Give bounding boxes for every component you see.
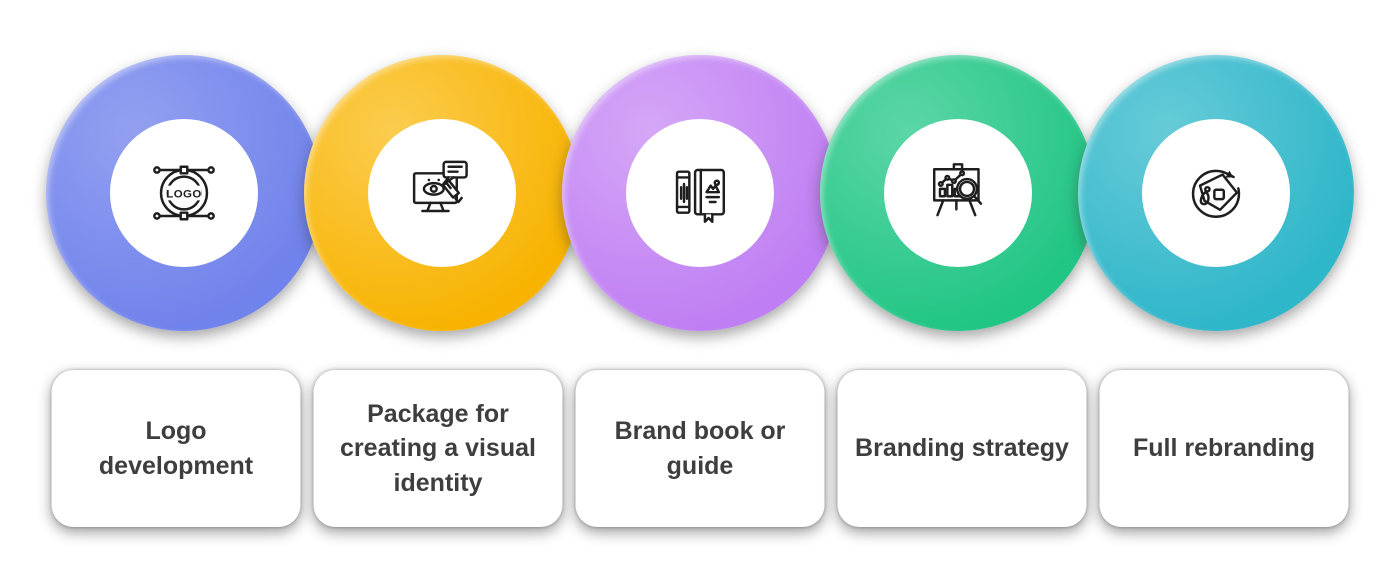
- label-card-branding-strategy: Branding strategy: [837, 370, 1087, 527]
- step-circle-branding-strategy: [820, 55, 1096, 331]
- brand-book-icon: [675, 168, 726, 223]
- inner-circle: [368, 119, 516, 267]
- step-circle-brand-book: [562, 55, 838, 331]
- step-circle-full-rebranding: [1078, 55, 1354, 331]
- label-text: Full rebranding: [1133, 434, 1315, 463]
- label-text: Brand book or guide: [614, 417, 786, 480]
- labels-row: Logo development Package for creating a …: [51, 370, 1349, 527]
- label-text: Branding strategy: [855, 434, 1069, 463]
- label-text: Package for creating a visual identity: [340, 399, 536, 497]
- tag-refresh-icon: [1191, 169, 1241, 219]
- step-circle-logo-development: LOGO: [46, 55, 322, 331]
- inner-circle: [1142, 119, 1290, 267]
- presentation-analytics-icon: [932, 163, 983, 217]
- circles-row: LOGO: [46, 55, 1354, 331]
- label-text: Logo development: [98, 417, 254, 480]
- monitor-design-review-icon: [412, 160, 468, 213]
- inner-circle: LOGO: [110, 119, 258, 267]
- logo-vector-icon: LOGO: [153, 165, 215, 221]
- step-circle-visual-identity-package: [304, 55, 580, 331]
- label-card-logo-development: Logo development: [51, 370, 301, 527]
- label-card-full-rebranding: Full rebranding: [1099, 370, 1349, 527]
- label-card-brand-book: Brand book or guide: [575, 370, 825, 527]
- inner-circle: [626, 119, 774, 267]
- inner-circle: [884, 119, 1032, 267]
- label-card-visual-identity-package: Package for creating a visual identity: [313, 370, 563, 527]
- logo-icon-text: LOGO: [166, 189, 201, 201]
